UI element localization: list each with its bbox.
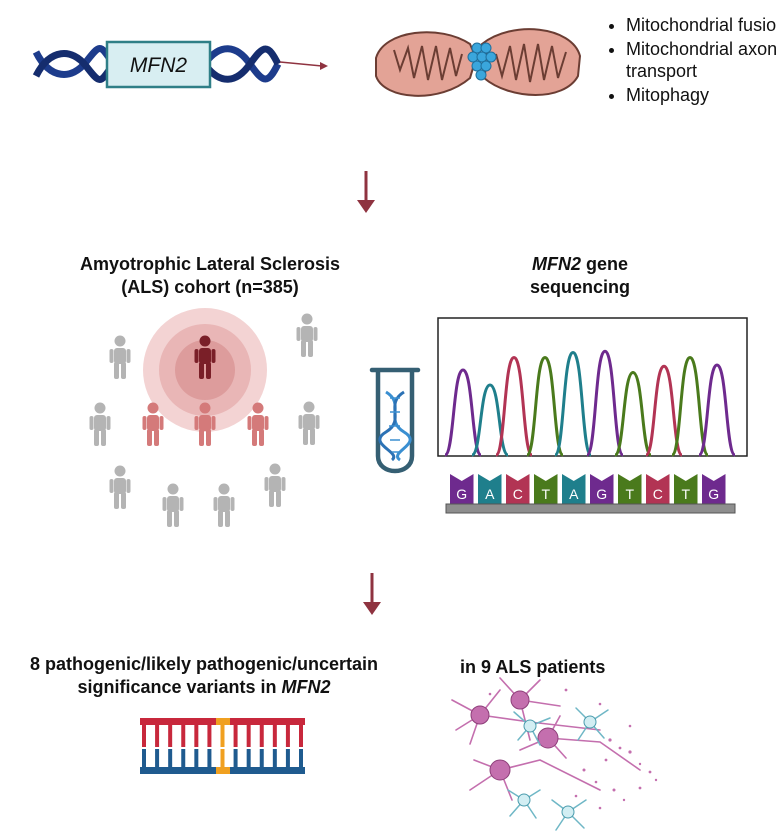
base-tag: C bbox=[506, 474, 530, 504]
person-icon bbox=[142, 402, 164, 446]
down-arrow-1 bbox=[357, 171, 375, 213]
neurons-illustration-icon bbox=[451, 677, 658, 831]
function-item: Mitochondrial fusion bbox=[626, 14, 777, 36]
base-letter: G bbox=[456, 486, 467, 502]
chromatogram-peak bbox=[670, 355, 710, 457]
base-tag: G bbox=[450, 474, 474, 504]
person-icon bbox=[296, 313, 318, 357]
cohort-illustration bbox=[143, 308, 267, 432]
base-letter: G bbox=[596, 486, 607, 502]
chromatogram-peak bbox=[613, 370, 653, 457]
base-tag: C bbox=[646, 474, 670, 504]
person-icon bbox=[213, 483, 235, 527]
dna-helix-icon bbox=[32, 45, 282, 83]
base-letter: T bbox=[681, 486, 690, 502]
base-letter: G bbox=[708, 486, 719, 502]
base-tag: T bbox=[618, 474, 642, 504]
person-icon bbox=[109, 335, 131, 379]
sequencing-gene: MFN2 bbox=[531, 254, 581, 274]
variants-gene: MFN2 bbox=[281, 677, 331, 697]
chromatogram-peak bbox=[697, 363, 737, 457]
function-item: Mitophagy bbox=[626, 84, 777, 106]
base-letter: T bbox=[625, 486, 634, 502]
function-item: Mitochondrial axonal transport bbox=[626, 38, 777, 82]
variants-heading-line1: 8 pathogenic/likely pathogenic/uncertain bbox=[29, 654, 379, 674]
person-icon bbox=[194, 335, 216, 379]
chromatogram-peak bbox=[525, 355, 565, 457]
sequencing-gene-suffix: gene bbox=[580, 254, 628, 274]
mitochondria-fusion-icon bbox=[375, 28, 582, 97]
sequencing-heading-line2: sequencing bbox=[529, 277, 631, 297]
base-letter: C bbox=[513, 486, 523, 502]
person-icon bbox=[298, 401, 320, 445]
cohort-heading-line2: (ALS) cohort (n=385) bbox=[121, 277, 299, 297]
chromatogram-peak bbox=[553, 350, 593, 457]
gene-box bbox=[105, 40, 212, 89]
sequencing-heading-line1: MFN2 gene bbox=[470, 253, 690, 276]
base-tag: A bbox=[478, 474, 502, 504]
chromatogram-peak bbox=[494, 355, 534, 457]
gene-box-label: MFN2 bbox=[130, 54, 187, 77]
variants-heading-line2: significance variants in MFN2 bbox=[4, 676, 404, 699]
base-letter: T bbox=[541, 486, 550, 502]
chromatogram-peak bbox=[443, 368, 483, 457]
person-icon bbox=[162, 483, 184, 527]
person-icon bbox=[194, 402, 216, 446]
down-arrow-2 bbox=[363, 573, 381, 615]
sequence-baseline bbox=[445, 503, 736, 514]
base-letter: A bbox=[485, 486, 495, 502]
arrow-to-mitochondria bbox=[279, 61, 328, 70]
sequencing-heading: MFN2 gene sequencing bbox=[470, 253, 690, 299]
person-icon bbox=[109, 465, 131, 509]
base-letter: C bbox=[653, 486, 663, 502]
chromatogram-peak bbox=[585, 349, 625, 457]
patients-heading: in 9 ALS patients bbox=[460, 657, 606, 677]
chromatogram-peaks bbox=[443, 349, 737, 457]
base-tag: A bbox=[562, 474, 586, 504]
variants-heading: 8 pathogenic/likely pathogenic/uncertain… bbox=[4, 653, 404, 699]
base-tag: T bbox=[674, 474, 698, 504]
base-tag: G bbox=[590, 474, 614, 504]
mutated-dna-ladder-icon bbox=[140, 718, 305, 774]
chromatogram-peak bbox=[644, 364, 684, 457]
person-icon bbox=[247, 402, 269, 446]
cohort-heading: Amyotrophic Lateral Sclerosis (ALS) coho… bbox=[40, 253, 380, 299]
test-tube-icon bbox=[369, 367, 421, 474]
person-icon bbox=[89, 402, 111, 446]
base-tag: G bbox=[702, 474, 726, 504]
base-letter: A bbox=[569, 486, 579, 502]
base-tag: T bbox=[534, 474, 558, 504]
variants-prefix: significance variants in bbox=[77, 677, 282, 697]
cohort-heading-line1: Amyotrophic Lateral Sclerosis bbox=[79, 254, 341, 274]
person-icon bbox=[264, 463, 286, 507]
mitochondrial-functions-list: Mitochondrial fusion Mitochondrial axona… bbox=[604, 14, 777, 108]
people-group bbox=[89, 313, 320, 527]
